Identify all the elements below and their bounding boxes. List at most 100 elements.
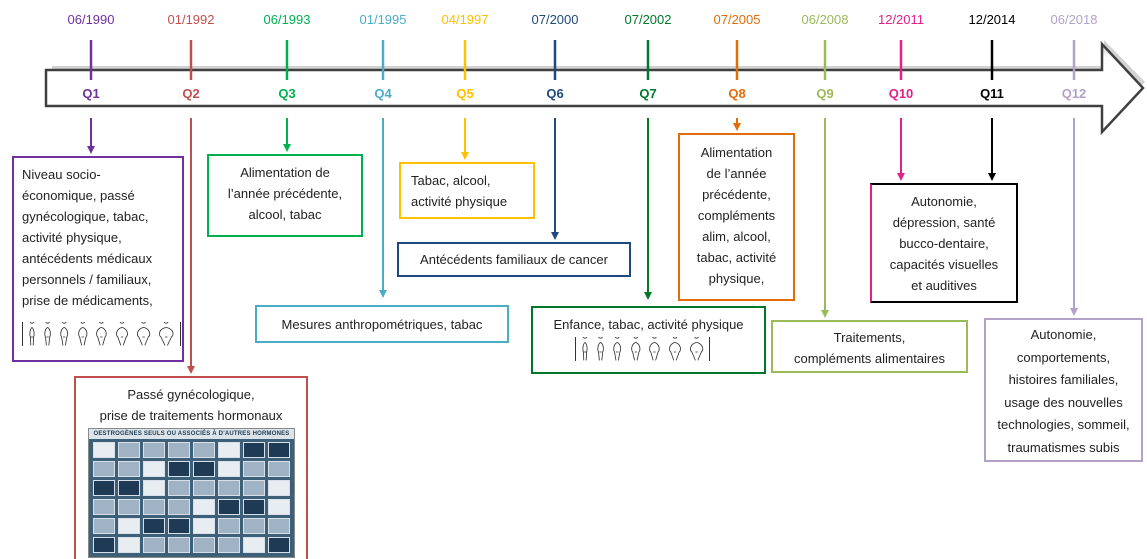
q8-line: physique, <box>708 271 765 286</box>
catalog-cell <box>243 461 265 477</box>
body-silhouette-icon <box>159 322 174 346</box>
catalog-cell <box>268 461 290 477</box>
questionnaire-label-q12: Q12 <box>1061 86 1087 101</box>
date-q4: 01/1995 <box>359 12 407 27</box>
q9-line: compléments alimentaires <box>793 351 945 366</box>
q6-line: Antécédents familiaux de cancer <box>420 252 608 267</box>
catalog-cell <box>193 499 215 515</box>
body-silhouette-icon <box>77 322 87 346</box>
q2-line: Passé gynécologique, <box>127 387 255 402</box>
body-silhouette-icon <box>29 322 35 346</box>
catalog-cell <box>118 480 140 496</box>
body-silhouette-icon <box>597 337 604 361</box>
connector-arrowhead-q11 <box>988 173 996 181</box>
body-silhouette-icon <box>630 337 640 361</box>
date-q2: 01/1992 <box>167 12 215 27</box>
q7-line: Enfance, tabac, activité physique <box>553 317 744 332</box>
date-q9: 06/2008 <box>801 12 849 27</box>
q10-line: capacités visuelles <box>889 257 999 272</box>
questionnaire-label-q1: Q1 <box>82 86 100 101</box>
q8-line: de l’année <box>706 166 767 181</box>
date-q7: 07/2002 <box>624 12 672 27</box>
catalog-cell <box>168 461 190 477</box>
q8-box: Alimentation de l’année précédente, comp… <box>678 133 795 301</box>
q3-line: alcool, tabac <box>248 207 322 222</box>
catalog-cell <box>268 537 290 553</box>
questionnaire-label-q7: Q7 <box>639 86 657 101</box>
body-silhouette-icon <box>116 322 128 346</box>
catalog-cell <box>93 499 115 515</box>
q4-box: Mesures anthropométriques, tabac <box>255 305 509 343</box>
body-silhouette-icon <box>690 337 704 361</box>
date-q10: 12/2011 <box>877 12 925 27</box>
catalog-cell <box>143 518 165 534</box>
body-silhouette-icon <box>649 337 660 361</box>
catalog-cell <box>168 518 190 534</box>
date-q8: 07/2005 <box>713 12 761 27</box>
catalog-cell <box>93 442 115 458</box>
catalog-cell <box>243 518 265 534</box>
connector-arrowhead-q9 <box>821 310 829 318</box>
connector-arrowhead-q8 <box>733 123 741 131</box>
q12-line: usage des nouvelles <box>1004 394 1123 410</box>
q1-line: gynécologique, tabac, <box>22 209 149 224</box>
catalog-cell <box>143 442 165 458</box>
q8-line: compléments <box>697 208 776 223</box>
connector-arrowhead-q10 <box>897 173 905 181</box>
q1-line: personnels / familiaux, <box>22 272 152 287</box>
q5-box: Tabac, alcool, activité physique <box>399 162 535 219</box>
q1-line: économique, passé <box>22 188 135 203</box>
q12-line: Autonomie, <box>1030 327 1097 342</box>
q7-box: Enfance, tabac, activité physique <box>531 306 766 374</box>
catalog-cell <box>193 442 215 458</box>
catalog-cell <box>243 480 265 496</box>
catalog-cell <box>218 442 240 458</box>
q4-line: Mesures anthropométriques, tabac <box>281 317 483 332</box>
catalog-cell <box>193 518 215 534</box>
catalog-cell <box>168 442 190 458</box>
q6-box: Antécédents familiaux de cancer <box>397 242 631 277</box>
catalog-cell <box>218 499 240 515</box>
hormone-treatment-catalog-image: OESTROGÈNES SEULS OU ASSOCIÉS À D'AUTRES… <box>88 428 295 558</box>
connector-arrowhead-q5 <box>461 152 469 160</box>
q1-body-silhouettes <box>22 322 181 346</box>
body-silhouette-icon <box>60 322 69 346</box>
q1-line: Niveau socio- <box>22 167 101 182</box>
catalog-cell <box>268 518 290 534</box>
q3-line: l’année précédente, <box>227 186 343 201</box>
body-silhouette-icon <box>613 337 622 361</box>
questionnaire-label-q8: Q8 <box>728 86 746 101</box>
catalog-cell <box>118 499 140 515</box>
body-silhouette-icon <box>669 337 681 361</box>
questionnaire-label-q9: Q9 <box>816 86 834 101</box>
catalog-cell <box>143 461 165 477</box>
q10-line: Autonomie, <box>911 194 977 209</box>
questionnaire-label-q2: Q2 <box>182 86 200 101</box>
catalog-cell <box>168 537 190 553</box>
catalog-cell <box>143 499 165 515</box>
catalog-title: OESTROGÈNES SEULS OU ASSOCIÉS À D'AUTRES… <box>89 429 294 439</box>
body-silhouette-icon <box>137 322 151 346</box>
q9-line: Traitements, <box>833 330 906 345</box>
date-q12: 06/2018 <box>1050 12 1098 27</box>
catalog-cell <box>218 461 240 477</box>
catalog-cell <box>118 537 140 553</box>
q2-line: prise de traitements hormonaux <box>99 408 283 423</box>
catalog-cell <box>168 499 190 515</box>
catalog-cell <box>243 442 265 458</box>
q10-line: bucco-dentaire, <box>899 236 989 251</box>
catalog-cell <box>93 461 115 477</box>
date-q11: 12/2014 <box>968 12 1016 27</box>
q10-line: dépression, santé <box>892 215 996 230</box>
catalog-cell <box>143 537 165 553</box>
catalog-cell <box>243 537 265 553</box>
q1-line: prise de médicaments, <box>22 293 153 308</box>
catalog-cell <box>118 461 140 477</box>
connector-arrowhead-q3 <box>283 144 291 152</box>
q1-line: antécédents médicaux <box>22 251 153 266</box>
q12-box: Autonomie, comportements, histoires fami… <box>984 318 1143 462</box>
questionnaire-label-q4: Q4 <box>374 86 392 101</box>
catalog-cell <box>143 480 165 496</box>
